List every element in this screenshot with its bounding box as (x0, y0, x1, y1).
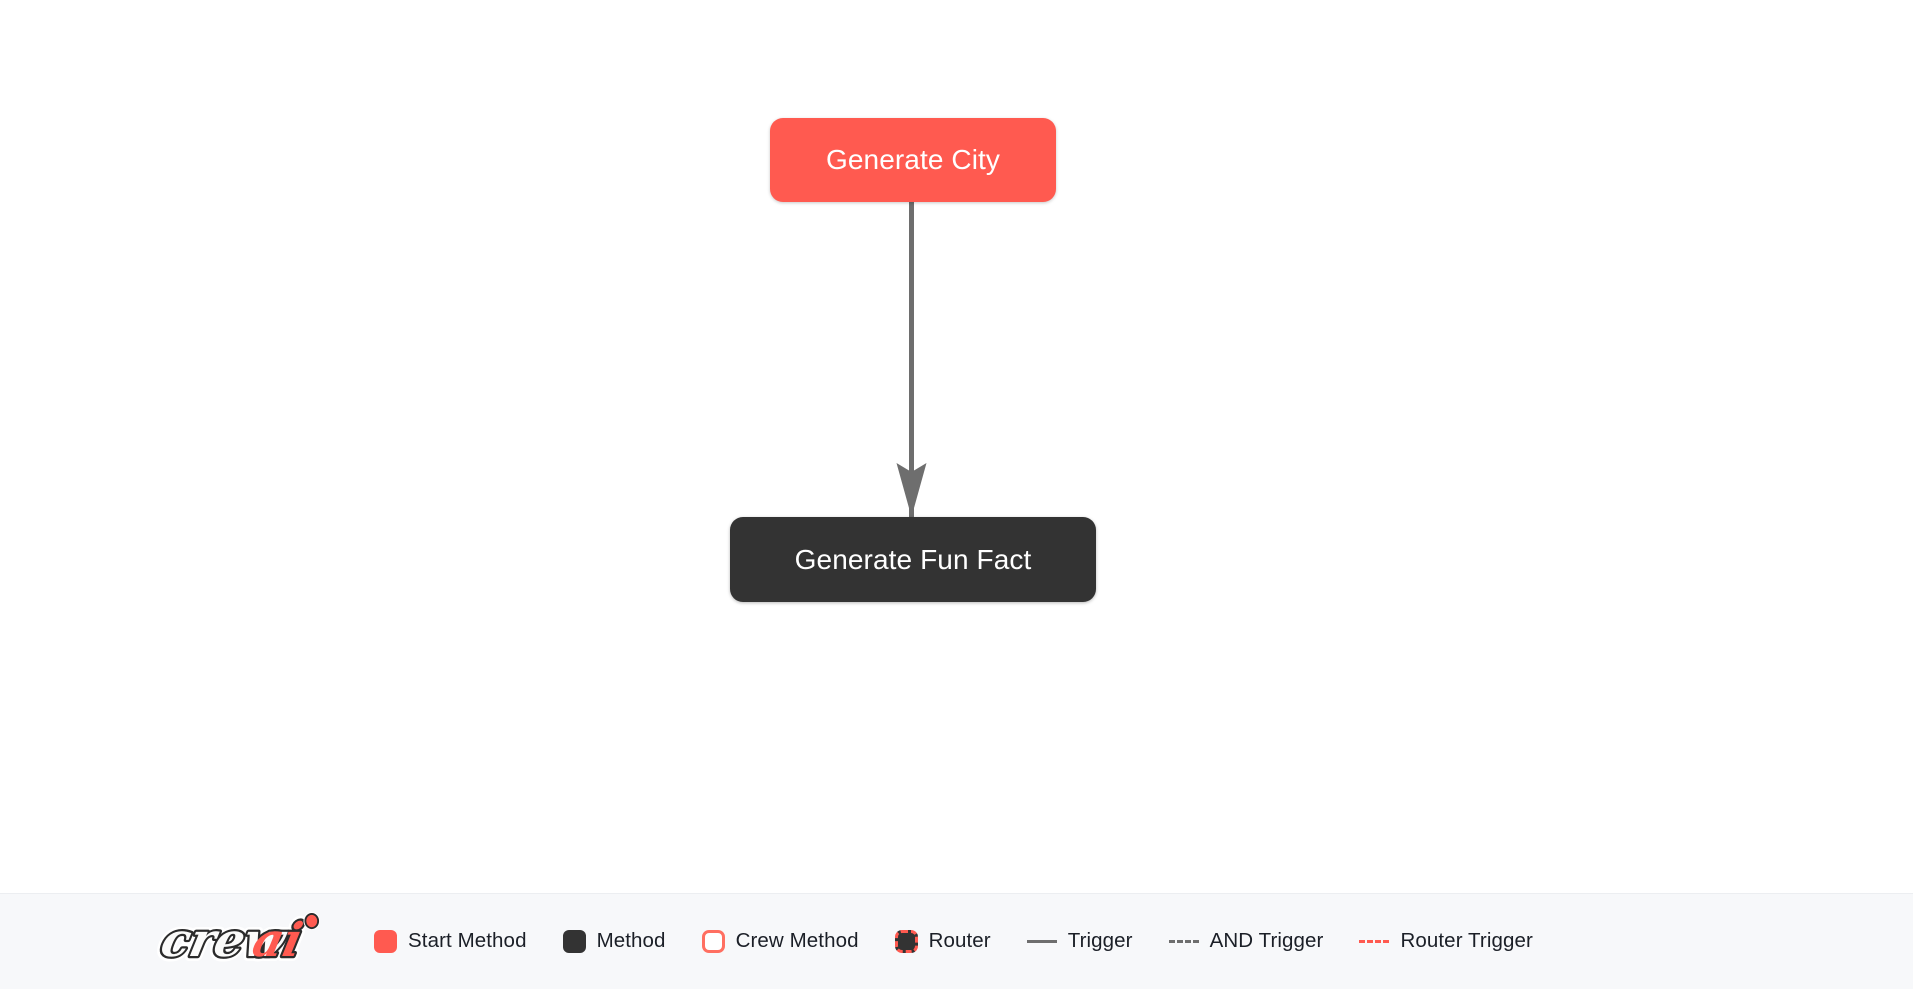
legend-item-start-method: Start Method (374, 930, 527, 953)
legend-item-router-trigger: Router Trigger (1359, 929, 1533, 953)
logo-stroke-ai: ai (248, 913, 307, 967)
router-trigger-line-icon (1359, 940, 1390, 943)
trigger-line-icon (1026, 940, 1057, 943)
edge-generate-city-to-generate-fun-fact (896, 201, 927, 518)
and-trigger-line-icon (1168, 940, 1199, 943)
legend-label: Method (596, 929, 666, 953)
legend-item-trigger: Trigger (1026, 929, 1133, 953)
legend-item-router: Router (894, 929, 991, 953)
flow-node-label: Generate Fun Fact (794, 543, 1032, 575)
arrowhead-icon (896, 463, 927, 517)
legend-label: Start Method (408, 929, 527, 953)
legend-label: Router (928, 929, 991, 953)
flow-node-label: Generate City (825, 144, 1001, 175)
legend-item-crew-method: Crew Method (701, 929, 859, 953)
legend-item-and-trigger: AND Trigger (1168, 929, 1324, 953)
legend-label: AND Trigger (1209, 929, 1324, 953)
crew-method-swatch-icon (701, 930, 725, 953)
legend-item-method: Method (562, 929, 666, 953)
start-method-swatch-icon (374, 930, 397, 953)
logo-text-crew: crew (156, 913, 291, 967)
logo-text-ai: ai (248, 913, 307, 967)
crewai-logo: crew ai crew ai crew ai (152, 911, 320, 972)
method-swatch-icon (562, 930, 586, 953)
flow-node-generate-fun-fact[interactable]: Generate Fun Fact (730, 517, 1096, 602)
logo-dot-icon (304, 912, 320, 929)
legend-bar: crew ai crew ai crew ai Start Method Met… (0, 893, 1913, 989)
legend-label: Crew Method (735, 929, 859, 953)
router-swatch-icon (894, 930, 918, 953)
legend-label: Trigger (1067, 929, 1133, 953)
legend-items: Start Method Method Crew Method Router T… (374, 930, 1569, 953)
legend-label: Router Trigger (1400, 929, 1533, 953)
flow-node-generate-city[interactable]: Generate City (770, 118, 1056, 202)
logo-outline-crew: crew (156, 913, 291, 967)
logo-stroke-crew: crew (156, 913, 291, 967)
flow-canvas[interactable]: Generate City Generate Fun Fact (0, 0, 1913, 893)
